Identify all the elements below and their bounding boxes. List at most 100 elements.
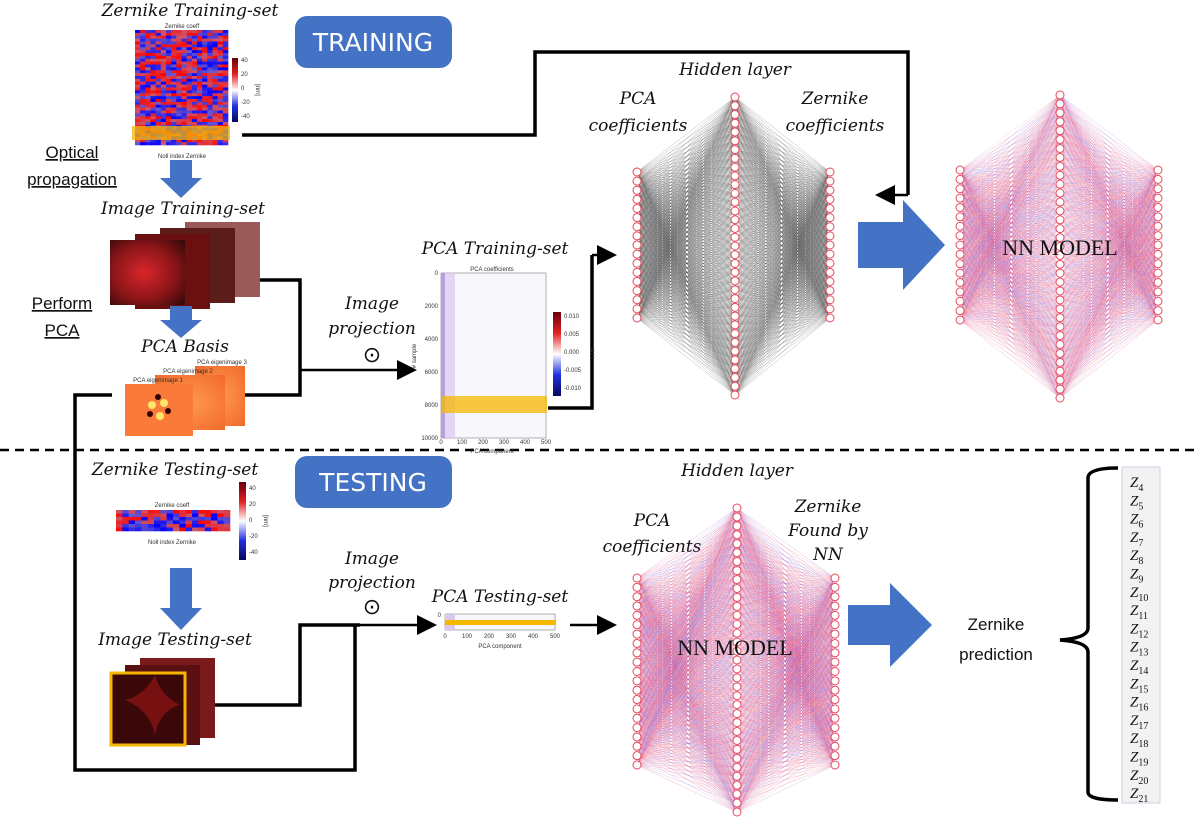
nn-edge: [959, 166, 1061, 236]
nn-edge: [959, 157, 1061, 208]
nn-edge: [959, 179, 1061, 238]
nn-edge: [959, 226, 1061, 265]
nn-edge: [959, 103, 1061, 321]
nn-edge: [959, 235, 1061, 283]
colorbar-tick-label: 40: [241, 58, 248, 64]
nn-edge: [1059, 157, 1159, 274]
nn-edge: [959, 192, 1061, 246]
nn-edge: [636, 96, 736, 173]
nn-edge: [636, 96, 736, 264]
nn-edge: [959, 216, 1061, 310]
nn-edge: [959, 148, 1061, 264]
nn-edge: [959, 130, 1061, 199]
nn-edge: [959, 121, 1061, 246]
nn-edge: [959, 121, 1061, 236]
nn-edge: [959, 291, 1061, 318]
nn-edge: [734, 114, 831, 173]
nn-edge: [636, 131, 736, 319]
nn-edge: [959, 130, 1061, 218]
nn-edge: [959, 175, 1061, 293]
projection-label-1: Image: [344, 549, 399, 569]
nn-edge: [959, 103, 1061, 236]
nn-edge: [1059, 130, 1159, 292]
nn-edge: [959, 179, 1061, 256]
nn-edge: [734, 308, 831, 396]
nn-edge: [959, 235, 1061, 301]
nn-edge: [959, 201, 1061, 218]
nn-edge: [959, 183, 1061, 236]
nn-edge: [959, 299, 1061, 311]
nn-edge: [959, 237, 1061, 283]
nn-edge: [959, 301, 1061, 399]
nn-edge: [959, 244, 1061, 345]
nn-edge: [1059, 148, 1159, 274]
nn-edge: [959, 254, 1061, 265]
nn-edge: [959, 228, 1061, 246]
y-tick-label: 4000: [425, 337, 439, 343]
nn-node: [1153, 306, 1163, 316]
nn-edge: [636, 96, 736, 200]
nn-edge: [1059, 166, 1159, 171]
nn-edge: [1059, 103, 1159, 227]
image-testing-title: Image Testing-set: [97, 630, 252, 650]
nn-node: [632, 629, 642, 639]
nn-edge: [1059, 175, 1159, 189]
nn-edge: [959, 130, 1061, 302]
nn-edge: [959, 291, 1061, 372]
nn-edge: [959, 94, 1061, 199]
nn-edge: [959, 179, 1061, 372]
nn-edge: [959, 130, 1061, 292]
nn-edge: [959, 94, 1061, 311]
nn-node: [955, 259, 965, 269]
nn-node: [1055, 295, 1065, 305]
nn-edge: [959, 121, 1061, 189]
nn-edge: [1059, 175, 1159, 218]
training-badge: TRAINING: [295, 16, 452, 68]
nn-edge: [959, 148, 1061, 274]
nn-edge: [959, 207, 1061, 399]
nn-edge: [1059, 175, 1159, 255]
nn-node: [1153, 221, 1163, 231]
nn-edge: [1059, 112, 1159, 292]
nn-edge: [1059, 148, 1159, 311]
nn-node: [732, 798, 742, 808]
right-arrow-icon: [858, 200, 945, 290]
nn-node: [632, 648, 642, 658]
nn-edge: [1059, 148, 1159, 180]
nn-edge: [1059, 112, 1159, 189]
nn-node: [830, 582, 840, 592]
nn-edge: [959, 197, 1061, 292]
nn-edge: [1059, 130, 1159, 283]
nn-edge: [959, 103, 1061, 189]
nn-edge: [959, 226, 1061, 381]
nn-edge: [959, 179, 1061, 336]
nn-edge: [1059, 166, 1159, 283]
nn-node: [632, 194, 642, 204]
nn-edge: [1059, 121, 1159, 218]
nn-edge: [959, 210, 1061, 274]
nn-node: [955, 165, 965, 175]
nn-edge: [1059, 94, 1159, 208]
nn-edge: [959, 188, 1061, 310]
nn-edge: [959, 179, 1061, 399]
nn-edge: [959, 183, 1061, 283]
nn-edge: [959, 130, 1061, 171]
nn-edge: [959, 169, 1061, 194]
nn-edge: [959, 179, 1061, 283]
nn-edge: [959, 207, 1061, 229]
nn-edge: [959, 169, 1061, 292]
nn-edge: [959, 121, 1061, 199]
nn-edge: [1059, 183, 1159, 236]
nn-edge: [1059, 179, 1159, 185]
nn-edge: [959, 282, 1061, 363]
nn-edge: [959, 139, 1061, 302]
nn-edge: [959, 175, 1061, 302]
nn-edge: [734, 171, 831, 290]
nn-edge: [959, 139, 1061, 199]
nn-edge: [636, 307, 736, 319]
nn-edge: [959, 216, 1061, 363]
nn-edge: [1059, 121, 1159, 311]
nn-edge: [959, 188, 1061, 354]
nn-edge: [959, 148, 1061, 218]
nn-edge: [959, 235, 1061, 327]
